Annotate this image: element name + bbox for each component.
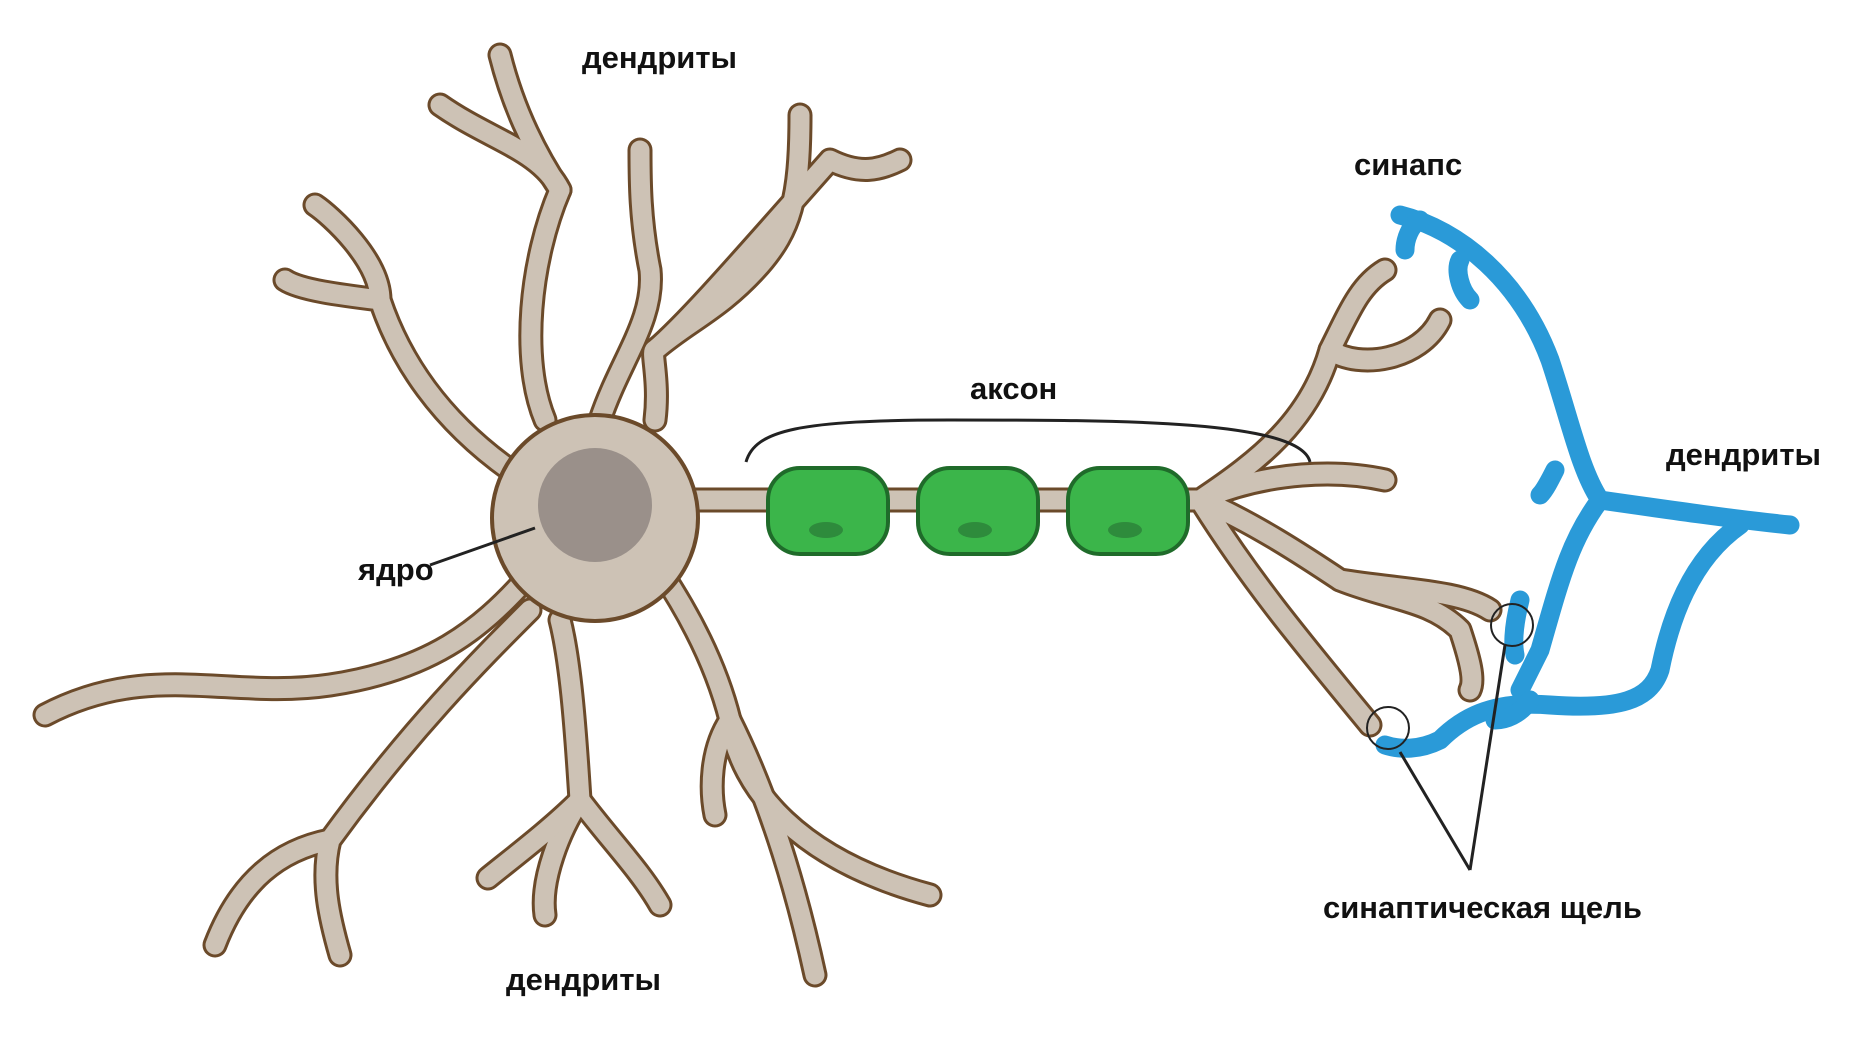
myelin-segment-1-dot [809,522,843,538]
second-neuron [1375,205,1800,758]
nucleus [538,448,652,562]
label-dendrites-bottom: дендриты [506,962,661,997]
cleft-pointer-line-2 [1468,644,1507,871]
synaptic-cleft-circle-upper [1490,603,1534,647]
axon-brace [744,418,1312,463]
label-axon: аксон [970,371,1057,406]
dendrites-fill [35,45,1500,985]
myelin-segment-2 [916,466,1040,556]
synaptic-cleft-circle-lower [1366,706,1410,750]
cleft-pointer-line-1 [1398,751,1472,871]
myelin-segment-3-dot [1108,522,1142,538]
myelin-segment-3 [1066,466,1190,556]
myelin-segment-1 [766,466,890,556]
myelin-segment-2-dot [958,522,992,538]
label-dendrites-right: дендриты [1666,437,1821,472]
label-dendrites-top: дендриты [582,40,737,75]
label-synaptic-cleft: синаптическая щель [1323,890,1642,925]
nucleus-pointer-line [429,526,536,567]
label-synapse: синапс [1354,147,1462,182]
label-nucleus: ядро [357,552,434,587]
myelin-sheath [766,466,1190,556]
